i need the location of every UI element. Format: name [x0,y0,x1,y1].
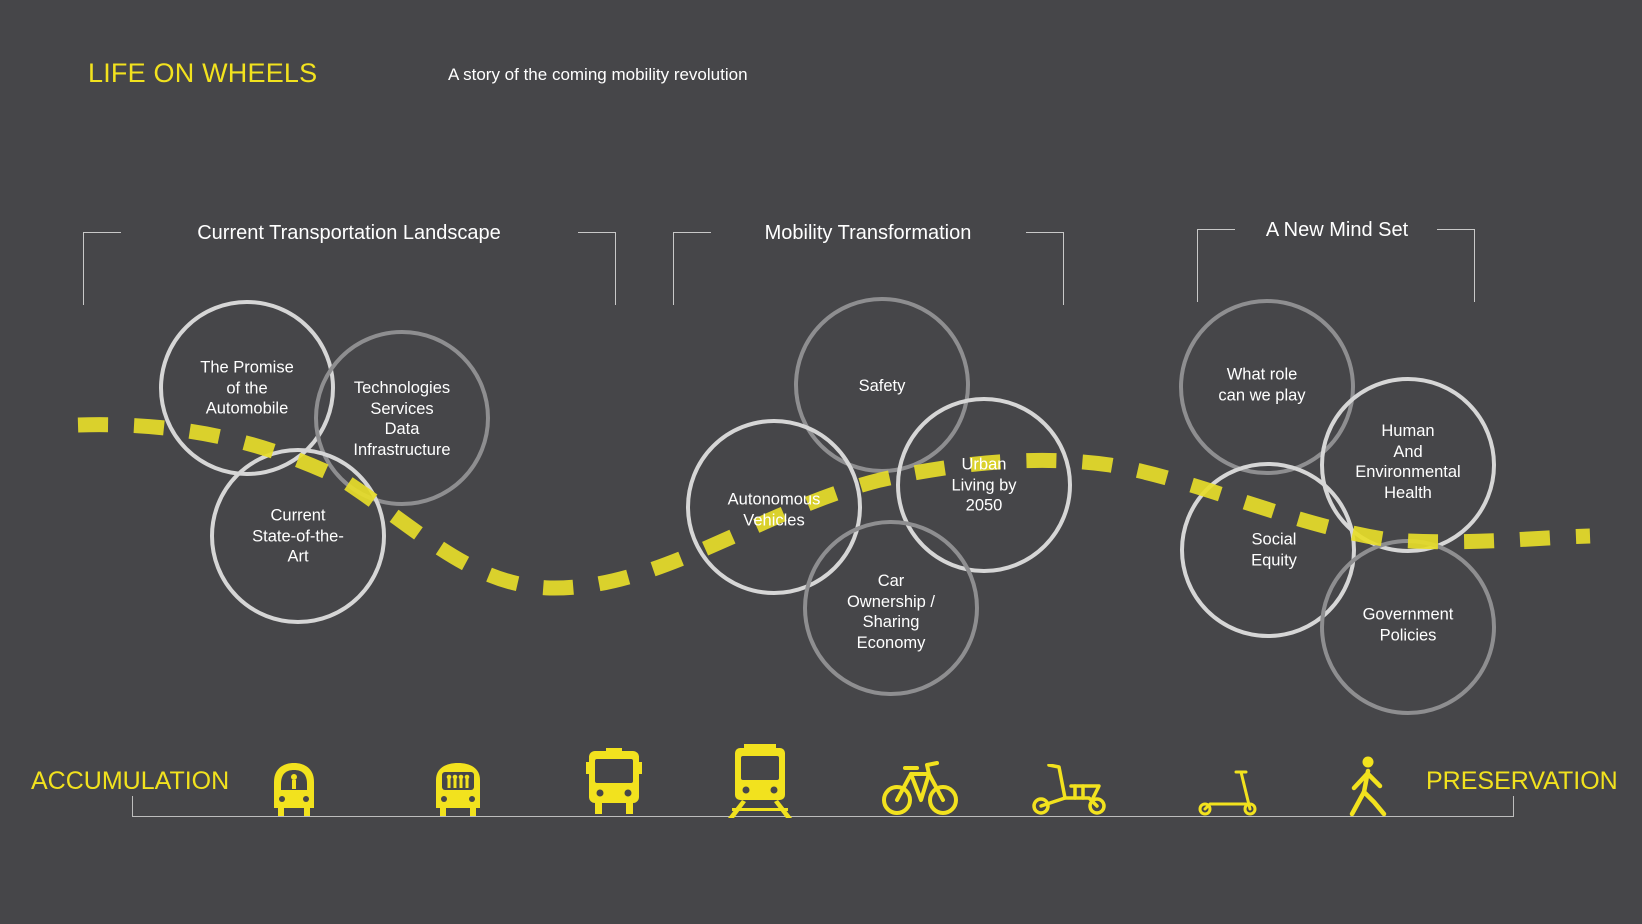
section-bracket-left-1 [83,232,121,305]
mobility-path [77,417,1591,596]
circle-label-autonomous-vehicles: Autonomous Vehicles [727,490,821,530]
circle-urban-living [896,397,1072,573]
walking-person-icon [1349,756,1387,817]
kick-scooter-icon [1198,770,1257,816]
circle-current-state [210,448,386,624]
train-icon [728,744,792,818]
circle-promise-of-automobile [159,300,335,476]
circle-label-what-role: What role can we play [1218,365,1306,405]
page-subtitle: A story of the coming mobility revolutio… [448,65,748,84]
bus-icon [586,748,642,814]
section-bracket-right-3 [1437,229,1475,302]
page-title: LIFE ON WHEELS [88,58,318,88]
circle-label-urban-living: Urban Living by 2050 [951,455,1017,515]
circle-label-government-policies: Government Policies [1362,605,1454,645]
shuttle-icon [436,763,480,816]
circle-label-promise-of-automobile: The Promise of the Automobile [200,358,294,418]
scale-tick-left [132,796,133,816]
circle-label-technologies: Technologies Services Data Infrastructur… [353,379,451,459]
circle-autonomous-vehicles [686,419,862,595]
circle-car-ownership [803,520,979,696]
circle-label-safety: Safety [858,376,906,395]
section-bracket-left-3 [1197,229,1235,302]
circle-label-social-equity: Social Equity [1251,530,1297,570]
section-label-current-landscape: Current Transportation Landscape [197,222,501,244]
section-bracket-right-2 [1026,232,1064,305]
topic-circles [159,297,1496,715]
circle-label-car-ownership: Car Ownership / Sharing Economy [846,572,936,652]
scale-baseline [132,816,1514,817]
scale-tick-right [1513,796,1514,816]
circle-safety [794,297,970,473]
bicycle-icon [882,761,958,815]
accumulation-label: ACCUMULATION [31,767,230,795]
circle-what-role [1179,299,1355,475]
circle-social-equity [1180,462,1356,638]
section-bracket-right-1 [578,232,616,305]
circle-government-policies [1320,539,1496,715]
section-bracket-left-2 [673,232,711,305]
personal-pod-icon [274,763,314,816]
moped-icon [1032,764,1106,815]
preservation-label: PRESERVATION [1426,767,1618,795]
circle-label-human-health: Human And Environmental Health [1355,422,1461,502]
circle-technologies [314,330,490,506]
circle-human-health [1320,377,1496,553]
section-label-new-mind-set: A New Mind Set [1265,219,1409,241]
circle-label-current-state: Current State-of-the- Art [252,506,344,566]
section-label-mobility-transformation: Mobility Transformation [764,222,972,244]
